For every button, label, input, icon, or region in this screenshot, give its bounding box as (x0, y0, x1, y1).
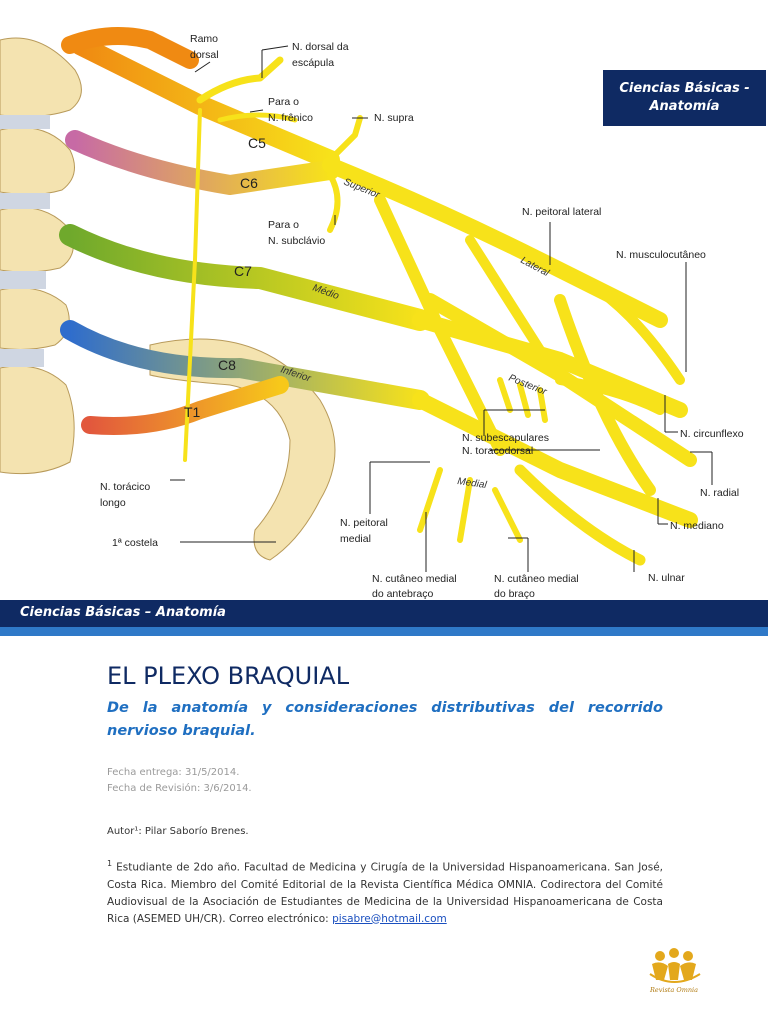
root-t1: T1 (184, 404, 201, 420)
label-radial: N. radial (700, 487, 739, 499)
author-line: Autor¹: Pilar Saborío Brenes. (107, 826, 249, 837)
label-subclavio-1: Para o (268, 219, 299, 231)
email-link[interactable]: pisabre@hotmail.com (332, 912, 447, 925)
section-bar-accent (0, 627, 768, 636)
label-subclavio-2: N. subclávio (268, 235, 325, 247)
label-toracico-longo-2: longo (100, 497, 126, 509)
root-c7: C7 (234, 263, 252, 279)
label-dorsal-escapula-1: N. dorsal da (292, 41, 349, 53)
label-costela: 1ª costela (112, 537, 158, 549)
date-revised: Fecha de Revisión: 3/6/2014. (107, 783, 252, 794)
cord-posterior: Posterior (507, 373, 549, 398)
article-subtitle: De la anatomía y consideraciones distrib… (107, 700, 663, 739)
label-cutaneo-braco-2: do braço (494, 588, 535, 600)
section-badge-line2: Anatomía (649, 99, 720, 114)
nerve-network (59, 27, 698, 566)
label-mediano: N. mediano (670, 520, 724, 532)
label-frenico-2: N. frênico (268, 112, 313, 124)
label-dorsal-escapula-2: escápula (292, 57, 334, 69)
label-peitoral-medial-2: medial (340, 533, 371, 545)
figure-labels: Ramo dorsal N. dorsal da escápula Para o… (100, 33, 744, 600)
section-bar: Ciencias Básicas – Anatomía (0, 600, 768, 627)
label-musculocutaneo: N. musculocutâneo (616, 249, 706, 261)
label-circunflexo: N. circunflexo (680, 428, 744, 440)
author-note: 1 Estudiante de 2do año. Facultad de Med… (107, 855, 663, 928)
label-cutaneo-antebraco-2: do antebraço (372, 588, 433, 600)
label-toracico-longo-1: N. torácico (100, 481, 150, 493)
section-badge: Ciencias Básicas - Anatomía (603, 70, 766, 126)
root-c8: C8 (218, 357, 236, 373)
label-cutaneo-antebraco-1: N. cutâneo medial (372, 573, 457, 585)
article-title: EL PLEXO BRAQUIAL (107, 662, 350, 690)
brachial-plexus-illustration: Ramo dorsal N. dorsal da escápula Para o… (0, 27, 744, 600)
label-peitoral-medial-1: N. peitoral (340, 517, 388, 529)
root-c5: C5 (248, 135, 266, 151)
label-ramo-dorsal-1: Ramo (190, 33, 218, 45)
label-supra: N. supra (374, 112, 414, 124)
root-c6: C6 (240, 175, 258, 191)
vertebral-column (0, 37, 82, 475)
label-toracodorsal: N. toracodorsal (462, 445, 533, 457)
section-badge-line1: Ciencias Básicas - (619, 81, 750, 96)
author-note-marker: 1 (107, 859, 113, 868)
label-subescapulares: N. subescapulares (462, 432, 549, 444)
section-bar-label: Ciencias Básicas – Anatomía (20, 605, 226, 620)
revista-omnia-logo: Revista Omnia (649, 948, 701, 994)
label-frenico-1: Para o (268, 96, 299, 108)
label-ramo-dorsal-2: dorsal (190, 49, 219, 61)
label-ulnar: N. ulnar (648, 572, 685, 584)
cord-medial: Medial (457, 476, 488, 491)
logo-text: Revista Omnia (649, 986, 698, 994)
leader-lines (170, 45, 713, 572)
label-peitoral-lateral: N. peitoral lateral (522, 206, 601, 218)
label-cutaneo-braco-1: N. cutâneo medial (494, 573, 579, 585)
date-received: Fecha entrega: 31/5/2014. (107, 767, 240, 778)
author-note-text: Estudiante de 2do año. Facultad de Medic… (107, 861, 664, 925)
